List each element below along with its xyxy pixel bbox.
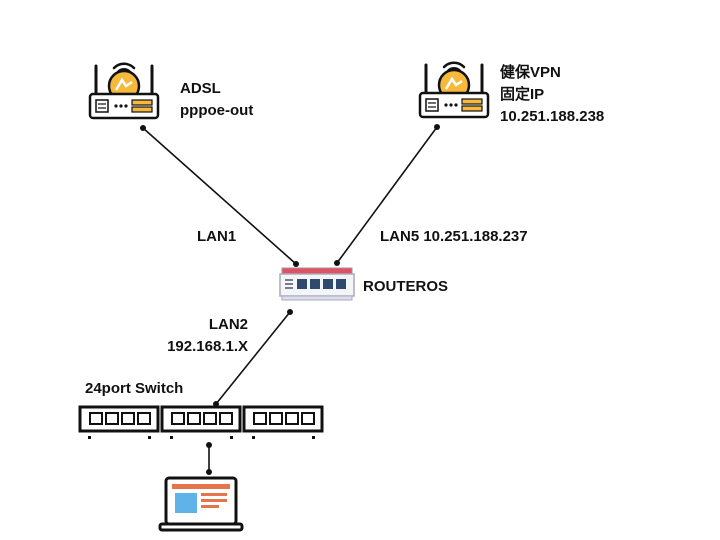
vpn-label-line3: 10.251.188.238 (500, 108, 605, 125)
switch-icon (78, 405, 324, 439)
link-lan5 (336, 126, 438, 264)
adsl-router-icon (88, 62, 160, 120)
lan5-label: LAN5 10.251.188.237 (380, 228, 528, 245)
lan2-label-line1: LAN2 (208, 316, 248, 333)
adsl-label-line2: pppoe-out (180, 102, 254, 119)
vpn-label-line1: 健保VPN (500, 64, 561, 81)
lan1-label: LAN1 (197, 228, 237, 245)
link-lan1 (142, 127, 297, 265)
vpn-label: 健保VPN 固定IP 10.251.188.238 (500, 62, 604, 128)
routeros-label: ROUTEROS (363, 278, 449, 295)
link-lan2 (215, 311, 291, 405)
lan2-label-line2: 192.168.1.X (167, 338, 248, 355)
laptop-icon (158, 476, 244, 532)
lan2-label: LAN2 192.168.1.X (150, 314, 248, 358)
adsl-label: ADSL pppoe-out (180, 78, 253, 122)
routeros-icon (279, 267, 355, 301)
adsl-label-line1: ADSL (180, 80, 221, 97)
vpn-label-line2: 固定IP (500, 86, 545, 103)
vpn-router-icon (418, 61, 490, 119)
switch-label: 24port Switch (85, 380, 184, 397)
